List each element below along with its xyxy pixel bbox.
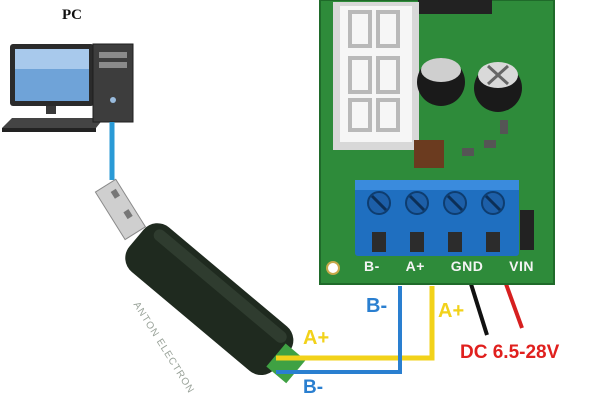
terminal-label-gnd: GND: [450, 258, 484, 274]
pc-label: PC: [62, 7, 82, 23]
power-supply-label: DC 6.5-28V: [460, 342, 560, 363]
b-minus-wire: [276, 286, 402, 374]
usb-b-minus-label: B-: [303, 377, 324, 398]
power-positive-wire: [504, 283, 524, 329]
terminal-block: [355, 180, 519, 256]
board-b-minus-label: B-: [366, 295, 388, 317]
terminal-label-vin: VIN: [509, 258, 534, 274]
usb-a-plus-label: A+: [303, 327, 330, 349]
terminal-label-b-minus: B-: [364, 258, 380, 274]
power-negative-wire: [469, 283, 489, 336]
terminal-labels: B- A+ GND VIN: [364, 258, 534, 274]
a-plus-wire: [276, 286, 435, 361]
board-a-plus-label: A+: [438, 300, 465, 322]
pc-computer-icon: [2, 43, 134, 132]
usb-rs485-adapter: [125, 223, 306, 384]
terminal-label-a-plus: A+: [405, 258, 425, 274]
usb-connector: [94, 178, 147, 241]
